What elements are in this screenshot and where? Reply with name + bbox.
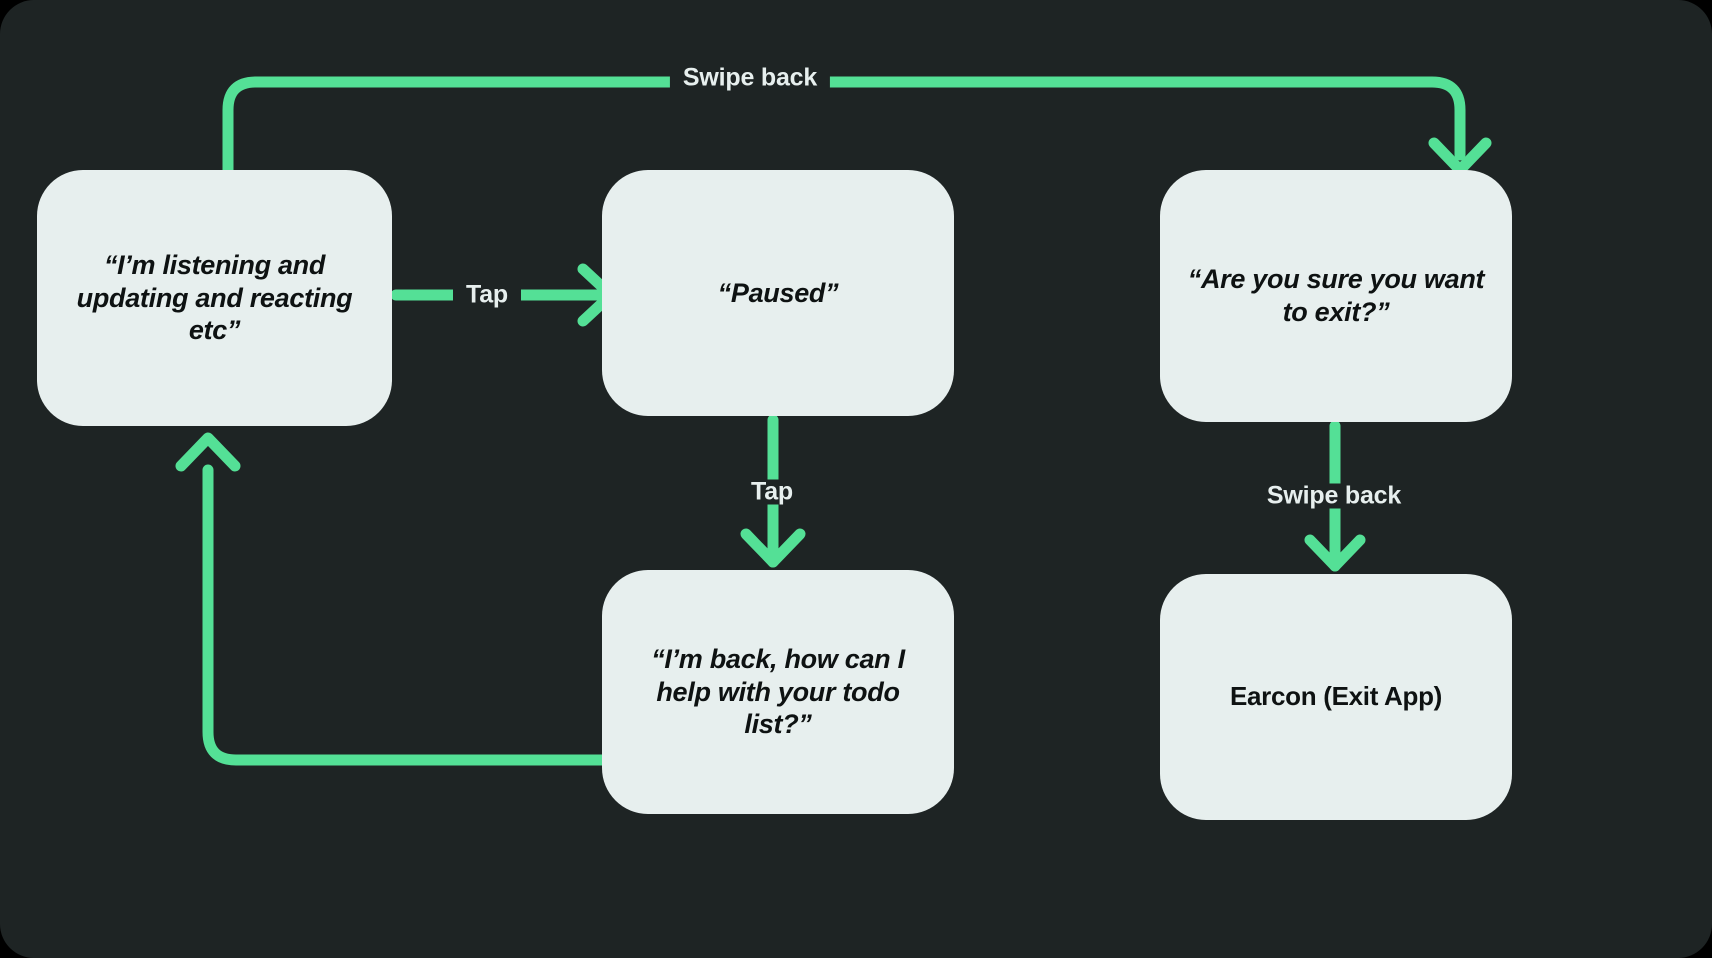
arrowhead-down-icon — [1304, 534, 1366, 572]
edge-label-swipe-back-top: Swipe back — [669, 65, 831, 91]
node-listening[interactable]: “I’m listening and updating and reacting… — [37, 170, 392, 426]
arrowhead-down-icon — [1428, 137, 1492, 176]
edge-label-swipe-back-right: Swipe back — [1253, 483, 1415, 509]
node-back-label: “I’m back, how can I help with your todo… — [651, 643, 905, 740]
edge-label-tap-down: Tap — [738, 479, 806, 505]
node-earcon-label: Earcon (Exit App) — [1229, 681, 1443, 712]
edge-back-to-listening — [175, 432, 610, 766]
arrowhead-up-icon — [175, 432, 241, 472]
arrowhead-down-icon — [740, 528, 806, 568]
node-paused[interactable]: “Paused” — [602, 170, 954, 416]
edge-label-tap-right: Tap — [453, 282, 521, 308]
node-back[interactable]: “I’m back, how can I help with your todo… — [602, 570, 954, 814]
node-confirm-exit[interactable]: “Are you sure you want to exit?” — [1160, 170, 1512, 422]
node-earcon[interactable]: Earcon (Exit App) — [1160, 574, 1512, 820]
node-listening-label: “I’m listening and updating and reacting… — [76, 249, 353, 346]
node-paused-label: “Paused” — [717, 277, 839, 308]
edge-listening-to-confirm — [222, 76, 1492, 176]
node-confirm-exit-label: “Are you sure you want to exit?” — [1187, 264, 1485, 327]
